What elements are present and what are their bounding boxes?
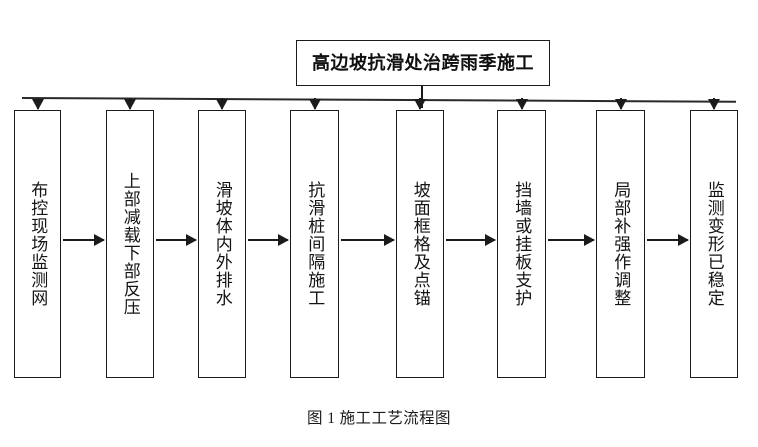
flow-arrow-6-to-7 [548,239,594,241]
bus-down-arrow-8 [713,98,715,109]
bus-down-arrow-7 [619,98,622,109]
flow-arrow-7-to-8 [647,239,688,241]
flowchart-title-text: 高边坡抗滑处治跨雨季施工 [312,53,534,73]
process-box-label-7: 局部补强作调整 [611,181,631,307]
bus-down-arrow-3 [221,98,223,109]
process-box-4[interactable]: 抗滑桩间隔施工 [290,110,339,378]
process-box-7[interactable]: 局部补强作调整 [596,110,645,378]
flow-arrow-5-to-6 [446,239,495,241]
bus-down-arrow-5 [419,98,421,109]
flowchart-title-box: 高边坡抗滑处治跨雨季施工 [296,40,550,86]
process-box-label-3: 滑坡体内外排水 [212,181,232,307]
bus-down-arrow-6 [520,98,523,109]
flow-arrow-1-to-2 [63,239,104,241]
flow-arrow-3-to-4 [248,239,288,241]
process-box-label-2: 上部减载下部反压 [120,172,140,316]
process-box-label-1: 布控现场监测网 [28,181,48,307]
title-connector-stem [421,86,423,108]
process-box-1[interactable]: 布控现场监测网 [14,110,61,378]
process-box-6[interactable]: 挡墙或挂板支护 [497,110,546,378]
process-box-label-8: 监测变形已稳定 [704,181,724,307]
process-box-label-6: 挡墙或挂板支护 [512,181,532,307]
process-box-label-5: 坡面框格及点锚 [410,181,430,307]
flow-arrow-4-to-5 [341,239,394,241]
bus-down-arrow-2 [129,98,131,109]
process-box-3[interactable]: 滑坡体内外排水 [198,110,246,378]
process-box-label-4: 抗滑桩间隔施工 [305,181,325,307]
process-box-5[interactable]: 坡面框格及点锚 [396,110,444,378]
process-box-8[interactable]: 监测变形已稳定 [690,110,738,378]
process-box-2[interactable]: 上部减载下部反压 [106,110,154,378]
bus-down-arrow-4 [313,98,316,109]
figure-caption: 图 1 施工工艺流程图 [307,410,451,427]
flow-arrow-2-to-3 [156,239,196,241]
bus-down-arrow-1 [36,98,39,109]
